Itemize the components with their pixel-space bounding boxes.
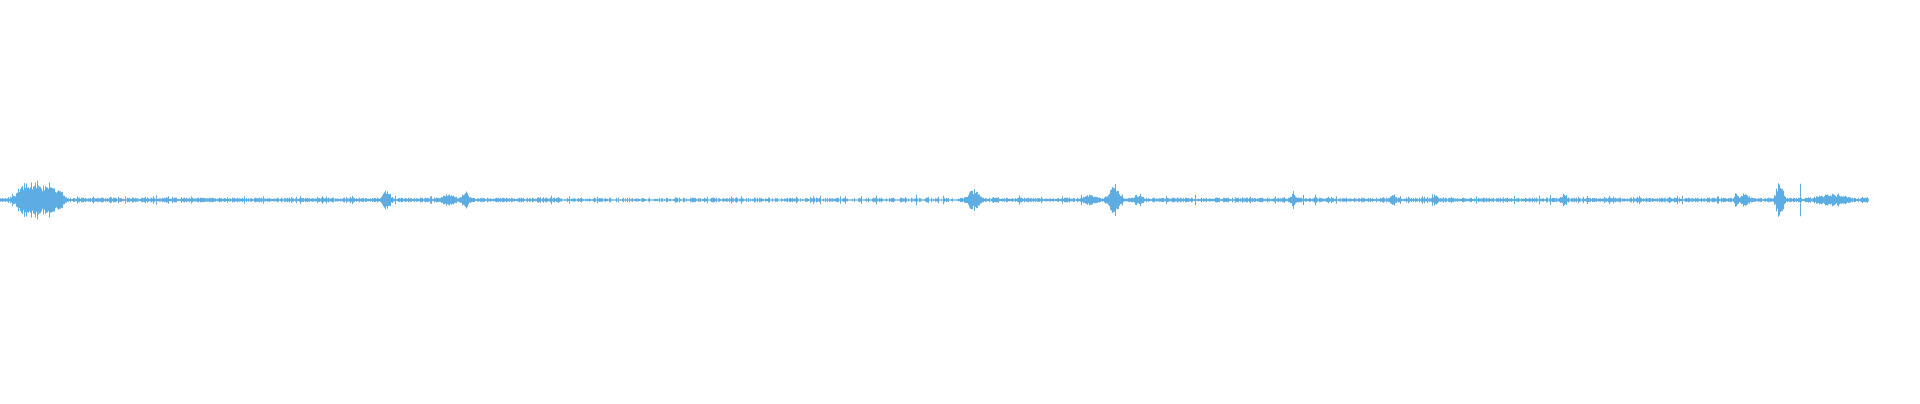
waveform-trace [0,180,1869,220]
